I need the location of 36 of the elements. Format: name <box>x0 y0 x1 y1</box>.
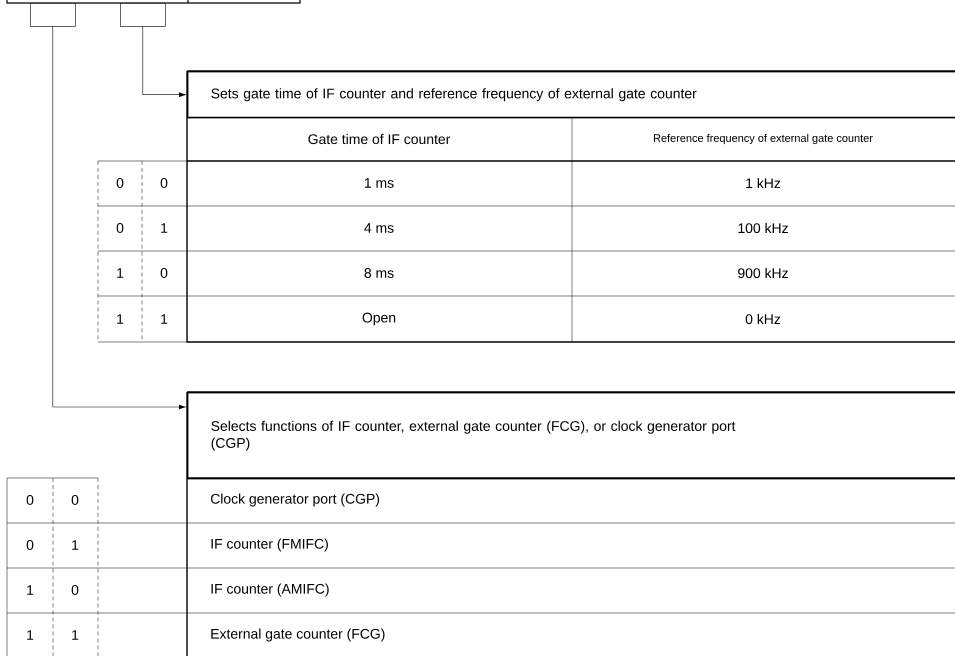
table-cell: 0 kHz <box>746 314 780 324</box>
table-cell: 1 <box>72 630 78 640</box>
table-cell: 1 <box>27 585 34 595</box>
table-cell: 1 ms <box>364 178 394 188</box>
table-cell: 1 <box>72 540 78 550</box>
table-cell: 0 <box>160 268 168 278</box>
table-heading: Selects functions of IF counter, external gate counter (FCG), or clock generator port (CGP) <box>187 392 955 480</box>
table-cell: 8 ms <box>364 268 394 278</box>
arrow <box>52 26 186 410</box>
table-cell: 100 kHz <box>738 222 788 234</box>
table-cell: 900 kHz <box>738 268 788 278</box>
table-cell: 0 <box>72 585 78 595</box>
table-cell: 0 <box>72 495 78 505</box>
table-cell: Open <box>362 312 396 326</box>
table-cell: 1 <box>27 630 34 640</box>
table-cell: IF counter (AMIFC) <box>212 584 329 596</box>
table-cell: 1 <box>161 223 168 233</box>
table-cell: 0 <box>26 540 34 550</box>
table-cell: IF counter (FMIFC) <box>212 538 328 552</box>
table-heading: Sets gate time of IF counter and reference frequency of external gate counter <box>187 71 955 118</box>
table-cell: Reference frequency of external gate counter <box>654 134 873 144</box>
table-cell: 1 <box>161 314 168 324</box>
table-cell: 0 <box>26 495 34 505</box>
bit-bracket <box>120 3 166 27</box>
table-cell: Gate time of IF counter <box>308 134 450 144</box>
table-cell: 0 <box>116 223 124 233</box>
table-cell: External gate counter (FCG) <box>211 628 384 642</box>
table-cell: 0 <box>160 178 168 188</box>
bit-bracket <box>30 3 76 27</box>
table-cell: 1 <box>117 314 124 324</box>
table-cell: 1 <box>117 268 124 278</box>
table-cell: 1 kHz <box>746 178 780 188</box>
arrow <box>142 26 186 97</box>
table-cell: Clock generator port (CGP) <box>210 494 380 506</box>
table-cell: 0 <box>116 178 124 188</box>
table-cell: 4 ms <box>364 223 394 233</box>
